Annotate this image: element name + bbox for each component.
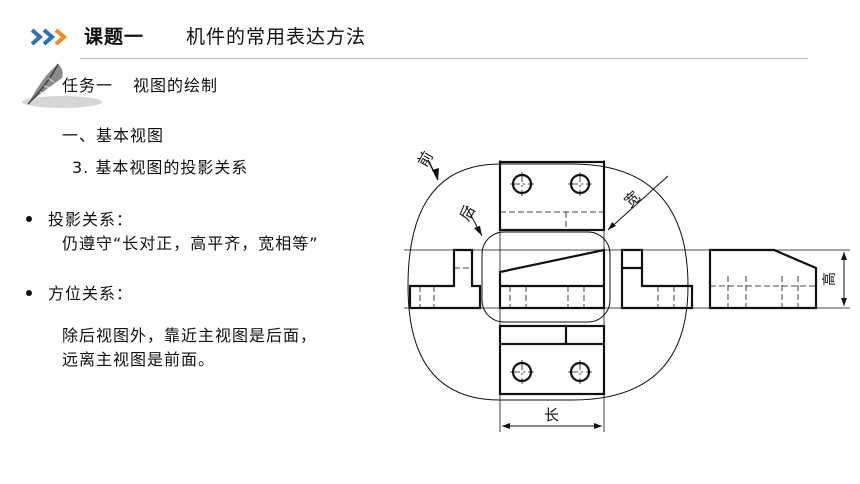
paragraph-line: 远离主视图是前面。 — [62, 350, 216, 369]
left-view — [408, 248, 482, 310]
section-heading: 一、基本视图 — [62, 126, 165, 145]
section-subheading: 3. 基本视图的投影关系 — [72, 158, 249, 177]
task-name: 视图的绘制 — [133, 76, 219, 95]
bullet-projection: 投影关系： — [26, 206, 133, 230]
divider — [80, 58, 808, 59]
label-length: 长 — [544, 406, 559, 424]
bullet-projection-detail: 仍遵守“长对正，高平齐，宽相等” — [62, 234, 319, 253]
bullet-dot — [26, 289, 32, 296]
bottom-view — [498, 324, 606, 396]
header: 课题一 机件的常用表达方法 — [0, 0, 860, 60]
front-view — [498, 248, 606, 310]
label-back: 后 — [456, 202, 479, 224]
inner-frame — [481, 231, 611, 323]
rear-view — [708, 248, 818, 310]
task-heading: 任务一视图的绘制 — [62, 72, 218, 96]
chevron-arrows-icon — [30, 28, 68, 46]
right-view — [620, 248, 694, 310]
label-front: 前 — [414, 148, 437, 170]
page-subtitle: 机件的常用表达方法 — [186, 26, 367, 48]
bullet-title: 方位关系： — [48, 284, 134, 303]
bullet-dot — [26, 215, 32, 222]
paragraph-line: 除后视图外，靠近主视图是后面， — [62, 326, 318, 345]
page-title: 课题一 — [84, 26, 145, 48]
projection-drawing: 前 后 宽 高 长 — [404, 148, 850, 432]
outer-arc — [407, 163, 689, 401]
feather-pen-icon — [22, 63, 102, 108]
label-height: 高 — [821, 272, 838, 286]
bullet-orientation: 方位关系： — [26, 280, 133, 304]
label-width: 宽 — [621, 188, 644, 211]
bullet-title: 投影关系： — [48, 210, 134, 229]
task-label: 任务一 — [62, 76, 114, 95]
top-view — [498, 160, 606, 232]
